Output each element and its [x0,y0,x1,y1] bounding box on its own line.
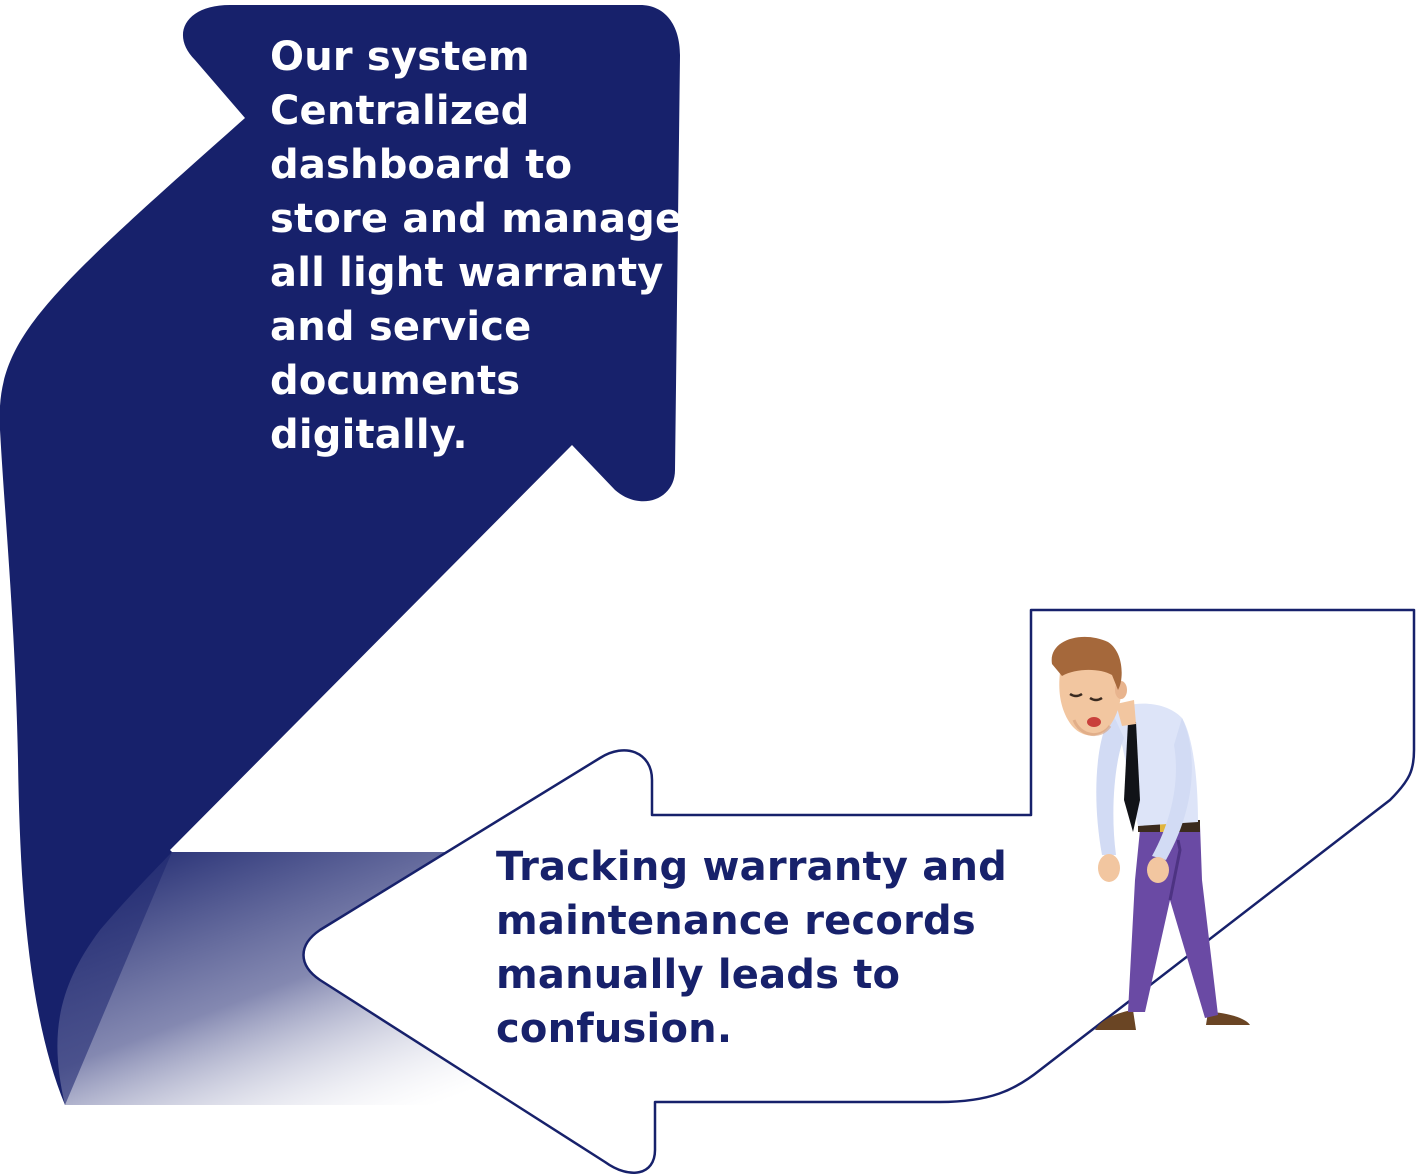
necktie [1124,722,1140,832]
left-eye [1069,692,1083,698]
right-shoe [1206,1012,1250,1025]
stressed-businessman-illustration [1051,636,1250,1030]
hair [1051,636,1122,690]
mouth [1087,717,1101,727]
solution-description: Our system Centralized dashboard to stor… [270,34,683,458]
right-eye [1089,696,1103,702]
right-hand [1147,857,1169,883]
left-arm [1096,712,1124,855]
left-hand [1098,854,1120,882]
problem-description: Tracking warranty and maintenance record… [496,844,1007,1052]
right-arm [1152,718,1192,860]
left-shoe [1095,1010,1136,1030]
solution-arrow [0,5,680,1105]
belt-buckle [1160,820,1169,832]
